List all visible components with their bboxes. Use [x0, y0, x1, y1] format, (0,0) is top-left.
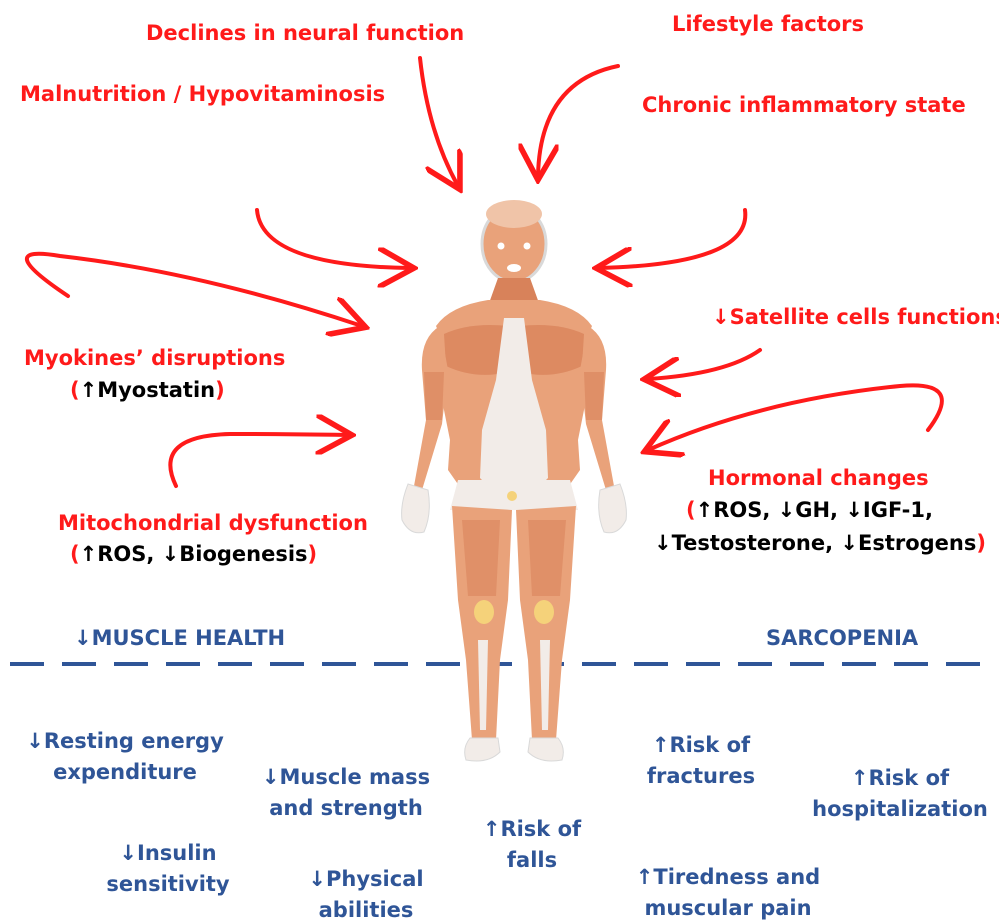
cause-malnutrition-label: Malnutrition / Hypovitaminosis	[20, 81, 385, 107]
outcome-fractures-line-1: ↑Risk of	[636, 732, 766, 758]
paren-open: (	[70, 542, 80, 566]
cause-satellite-label: ↓Satellite cells functions	[712, 304, 999, 330]
outcome-hospitalization: ↑Risk of hospitalization	[806, 765, 994, 822]
paren-close: )	[976, 531, 986, 555]
arrow-mito	[170, 434, 348, 486]
paren-close: )	[215, 378, 225, 402]
outcome-tiredness-line-1: ↑Tiredness and	[626, 864, 830, 890]
myostatin-text: ↑Myostatin	[80, 378, 216, 402]
cause-hormonal-label: Hormonal changes	[708, 465, 929, 491]
outcome-falls-line-2: falls	[472, 847, 592, 873]
cause-hormonal-detail-2: ↓Testosterone, ↓Estrogens)	[654, 530, 986, 556]
outcome-muscle-line-2: and strength	[258, 795, 434, 821]
arrow-satellite	[648, 350, 760, 379]
cause-myokines-detail: (↑Myostatin)	[70, 377, 225, 403]
outcome-fractures-line-2: fractures	[636, 763, 766, 789]
mito-detail-text: ↑ROS, ↓Biogenesis	[80, 542, 308, 566]
arrow-myokines	[27, 254, 362, 326]
cause-hormonal-detail-1: (↑ROS, ↓GH, ↓IGF-1,	[686, 497, 933, 523]
outcome-falls-line-1: ↑Risk of	[472, 816, 592, 842]
outcome-physical: ↓Physical abilities	[296, 866, 436, 923]
outcome-insulin: ↓Insulin sensitivity	[100, 840, 236, 897]
outcome-falls: ↑Risk of falls	[472, 816, 592, 873]
outcome-hospital-line-2: hospitalization	[806, 796, 994, 822]
outcome-fractures: ↑Risk of fractures	[636, 732, 766, 789]
cause-neural-label: Declines in neural function	[146, 20, 464, 46]
cause-mito-label: Mitochondrial dysfunction	[58, 510, 368, 536]
outcome-muscle-line-1: ↓Muscle mass	[258, 764, 434, 790]
outcome-insulin-line-1: ↓Insulin	[100, 840, 236, 866]
outcome-physical-line-1: ↓Physical	[296, 866, 436, 892]
hormonal-detail-text-1: ↑ROS, ↓GH, ↓IGF-1,	[696, 498, 933, 522]
cause-mito-detail: (↑ROS, ↓Biogenesis)	[70, 541, 317, 567]
outcome-tiredness-line-2: muscular pain	[626, 895, 830, 921]
outcome-hospital-line-1: ↑Risk of	[806, 765, 994, 791]
paren-close: )	[308, 542, 318, 566]
sarcopenia-label: SARCOPENIA	[766, 625, 918, 651]
outcome-resting-energy: ↓Resting energy expenditure	[20, 728, 230, 785]
arrow-neural	[420, 58, 458, 186]
arrow-hormonal	[648, 385, 942, 450]
outcome-resting-line-2: expenditure	[20, 759, 230, 785]
outcome-insulin-line-2: sensitivity	[100, 871, 236, 897]
hormonal-detail-text-2: ↓Testosterone, ↓Estrogens	[654, 531, 976, 555]
paren-open: (	[70, 378, 80, 402]
arrow-inflammation	[600, 210, 745, 268]
outcome-tiredness: ↑Tiredness and muscular pain	[626, 864, 830, 921]
outcome-physical-line-2: abilities	[296, 897, 436, 923]
arrow-lifestyle	[538, 66, 618, 176]
paren-open: (	[686, 498, 696, 522]
arrow-malnutrition	[257, 210, 410, 268]
outcome-resting-line-1: ↓Resting energy	[20, 728, 230, 754]
cause-myokines-label: Myokines’ disruptions	[24, 345, 285, 371]
outcome-muscle-mass: ↓Muscle mass and strength	[258, 764, 434, 821]
cause-inflammation-label: Chronic inflammatory state	[642, 92, 966, 118]
human-muscle-figure	[402, 200, 627, 761]
muscle-health-label: ↓MUSCLE HEALTH	[74, 625, 285, 651]
cause-lifestyle-label: Lifestyle factors	[672, 11, 864, 37]
